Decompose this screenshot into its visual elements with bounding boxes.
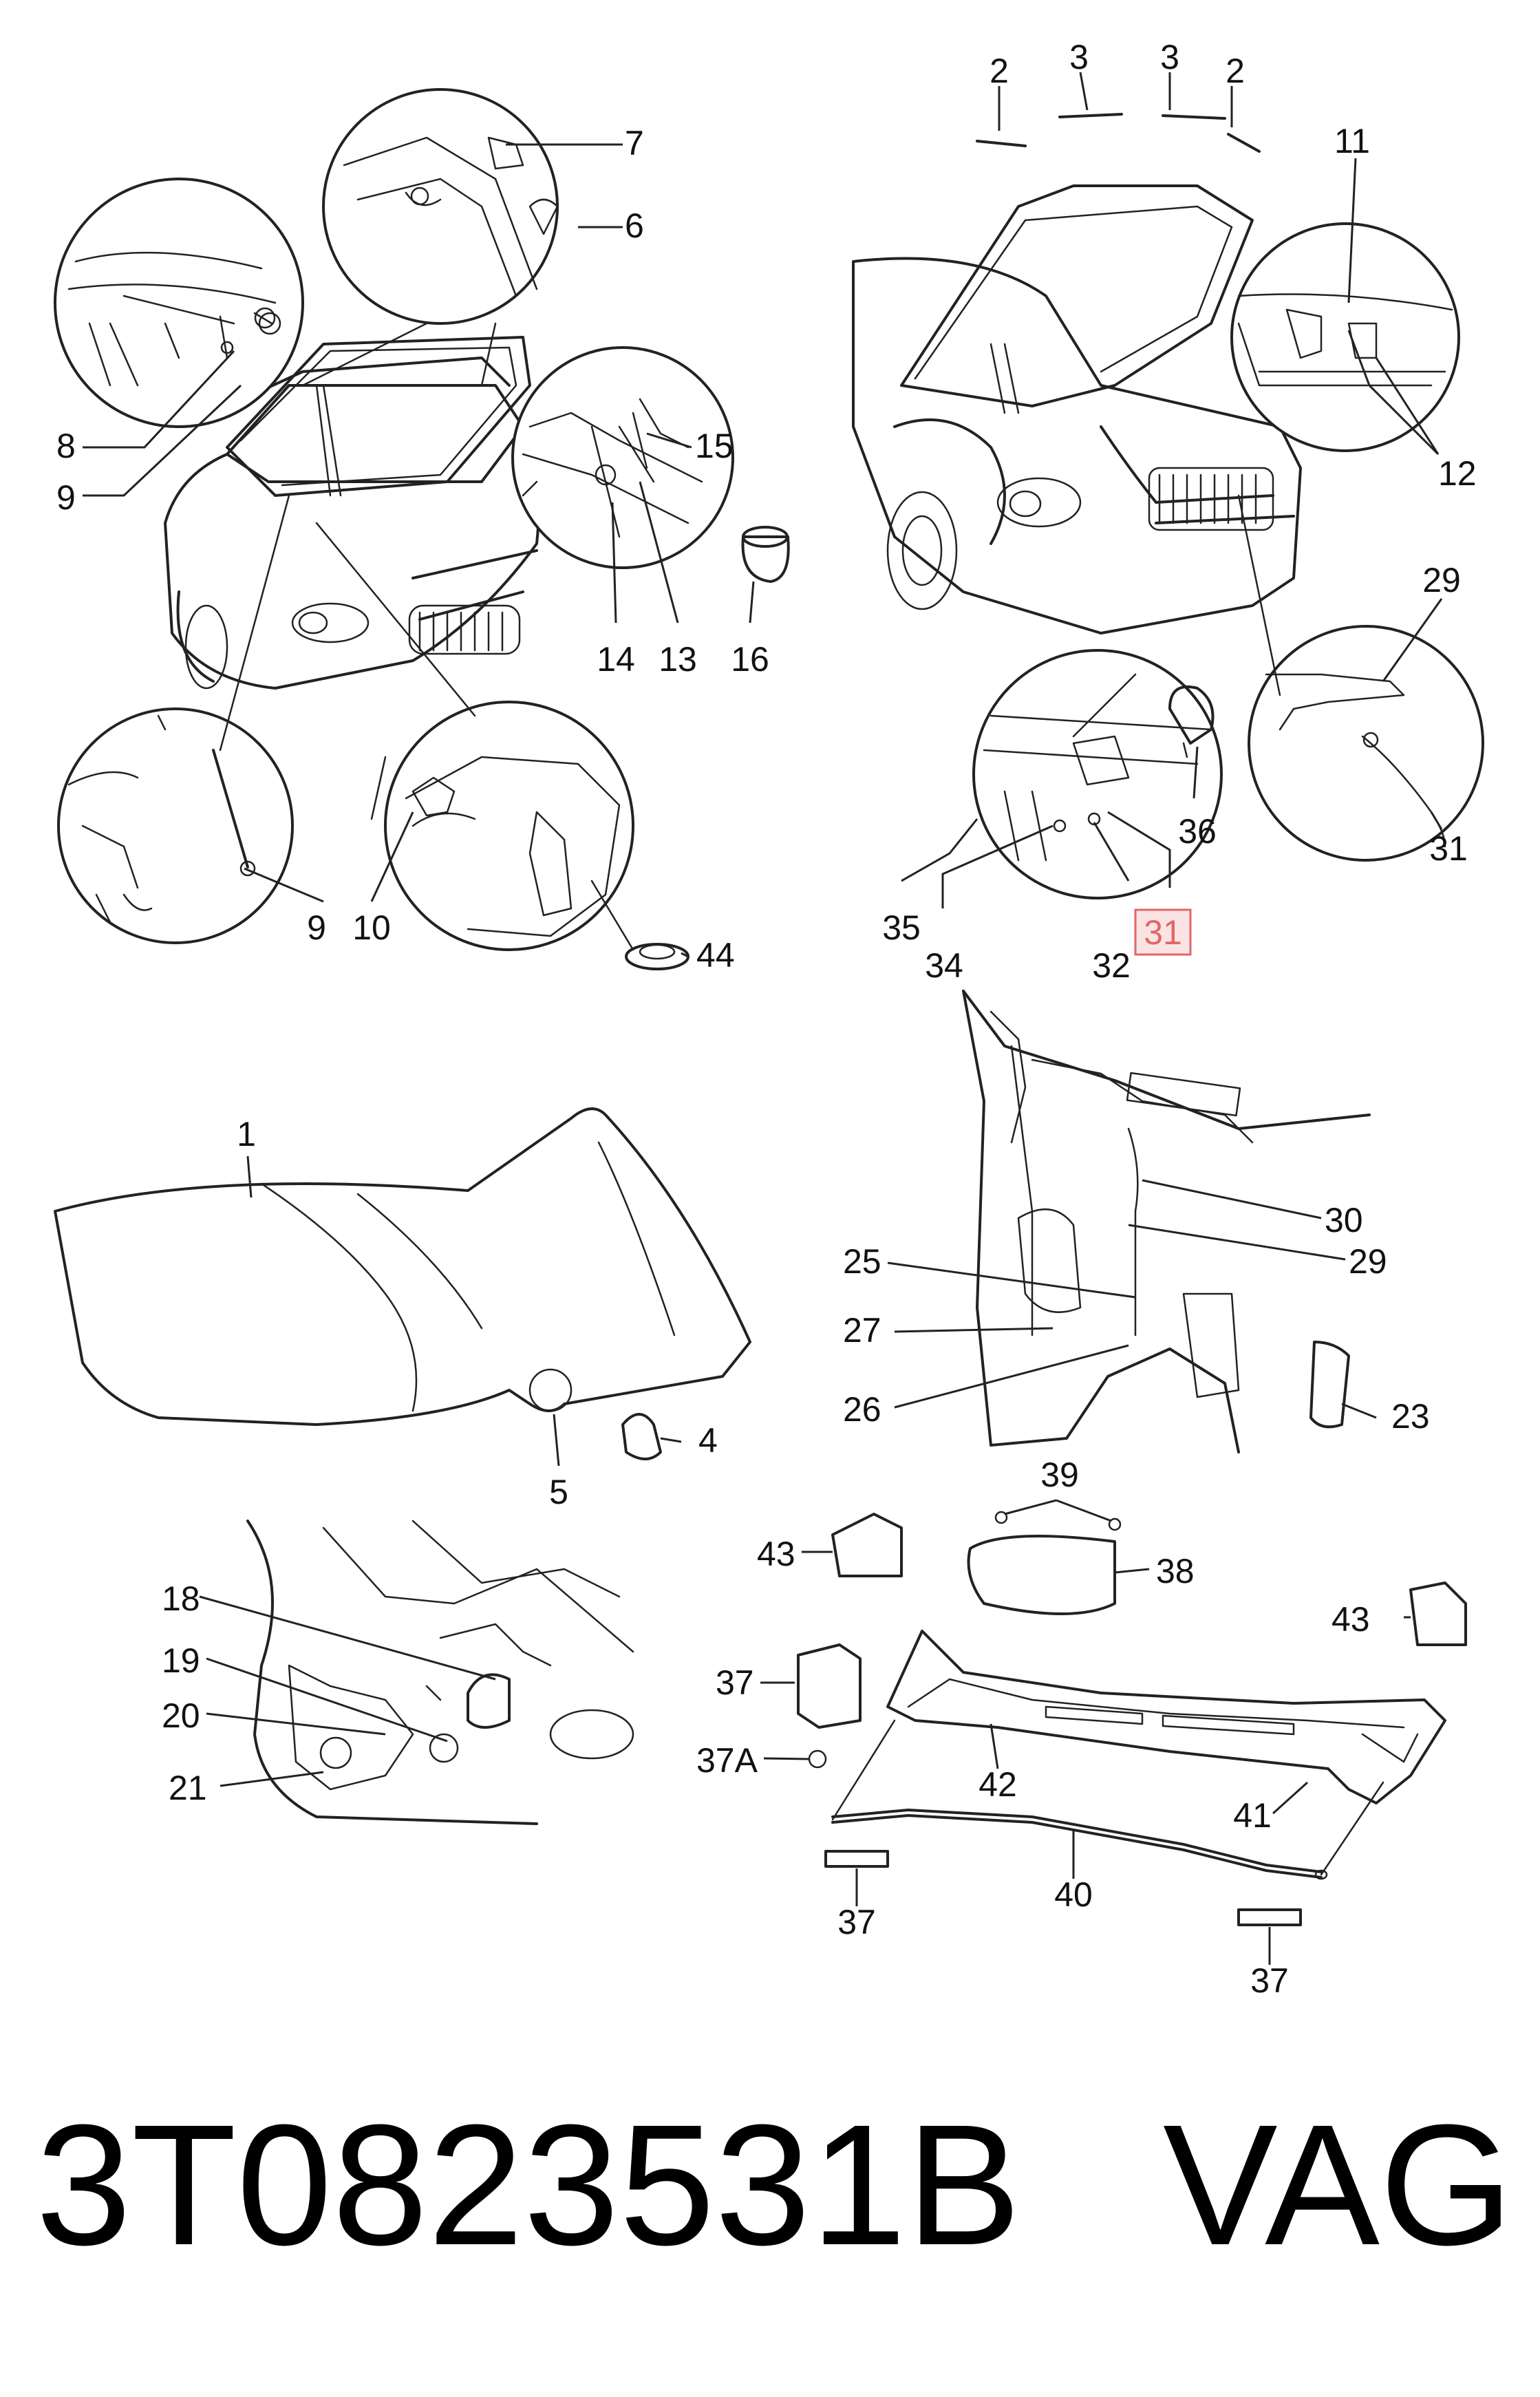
callout-30: 30 bbox=[1325, 1201, 1363, 1239]
callout-11: 11 bbox=[1334, 122, 1370, 160]
callout-5: 5 bbox=[549, 1473, 568, 1511]
callout-40: 40 bbox=[1054, 1875, 1093, 1914]
callout-10: 10 bbox=[352, 908, 391, 947]
leader-lines bbox=[83, 72, 1443, 1965]
callout-26: 26 bbox=[843, 1390, 881, 1429]
callout-31: 31 bbox=[1429, 829, 1468, 868]
callout-labels: 2 3 3 2 7 6 8 9 15 14 13 16 9 10 44 11 1… bbox=[56, 38, 1477, 2000]
callout-2: 2 bbox=[990, 52, 1009, 90]
callout-37: 37 bbox=[837, 1903, 876, 1941]
callout-29: 29 bbox=[1422, 561, 1461, 599]
callout-8: 8 bbox=[56, 427, 76, 465]
callout-21: 21 bbox=[169, 1769, 207, 1807]
callout-12: 12 bbox=[1438, 454, 1477, 493]
callout-37: 37 bbox=[716, 1663, 754, 1702]
part-number: 3T0823531B bbox=[36, 2089, 1021, 2281]
front-end-overview-right bbox=[852, 113, 1484, 899]
callout-4: 4 bbox=[698, 1421, 718, 1460]
callout-39: 39 bbox=[1040, 1456, 1079, 1494]
callout-19: 19 bbox=[162, 1641, 200, 1680]
callout-38: 38 bbox=[1156, 1552, 1195, 1590]
callout-7: 7 bbox=[625, 124, 644, 162]
callout-3: 3 bbox=[1160, 38, 1179, 76]
callout-16: 16 bbox=[731, 640, 769, 679]
callout-25: 25 bbox=[843, 1242, 881, 1281]
callout-23: 23 bbox=[1391, 1397, 1430, 1436]
callout-37: 37 bbox=[1250, 1961, 1289, 2000]
callout-35: 35 bbox=[882, 908, 921, 947]
hinge-assembly bbox=[246, 1520, 634, 1825]
callout-29: 29 bbox=[1349, 1242, 1387, 1281]
callout-37A: 37A bbox=[696, 1741, 758, 1780]
cowl-panel-assembly bbox=[797, 1511, 1467, 1926]
callout-6: 6 bbox=[625, 206, 644, 245]
callout-14: 14 bbox=[597, 640, 635, 679]
callout-36: 36 bbox=[1178, 812, 1217, 851]
callout-27: 27 bbox=[843, 1311, 881, 1350]
callout-44: 44 bbox=[696, 936, 735, 974]
brand-name: VAG bbox=[1163, 2089, 1514, 2281]
front-end-overview-left bbox=[54, 88, 790, 970]
highlight-box-31 bbox=[1134, 908, 1192, 956]
callout-9: 9 bbox=[307, 908, 326, 947]
callout-34: 34 bbox=[925, 946, 963, 985]
callout-15: 15 bbox=[695, 427, 734, 465]
callout-43: 43 bbox=[757, 1535, 795, 1573]
callout-32: 32 bbox=[1092, 946, 1131, 985]
body-panel-section bbox=[962, 990, 1371, 1453]
callout-13: 13 bbox=[659, 640, 697, 679]
callout-9: 9 bbox=[56, 478, 76, 517]
callout-42: 42 bbox=[978, 1765, 1017, 1804]
hood-panel bbox=[54, 1107, 751, 1460]
callout-41: 41 bbox=[1233, 1796, 1272, 1835]
callout-20: 20 bbox=[162, 1696, 200, 1735]
callout-31-highlighted: 31 bbox=[1144, 913, 1182, 952]
callout-3: 3 bbox=[1069, 38, 1089, 76]
callout-43: 43 bbox=[1332, 1600, 1370, 1639]
callout-2: 2 bbox=[1226, 52, 1245, 90]
callout-1: 1 bbox=[237, 1115, 256, 1153]
callout-18: 18 bbox=[162, 1579, 200, 1618]
